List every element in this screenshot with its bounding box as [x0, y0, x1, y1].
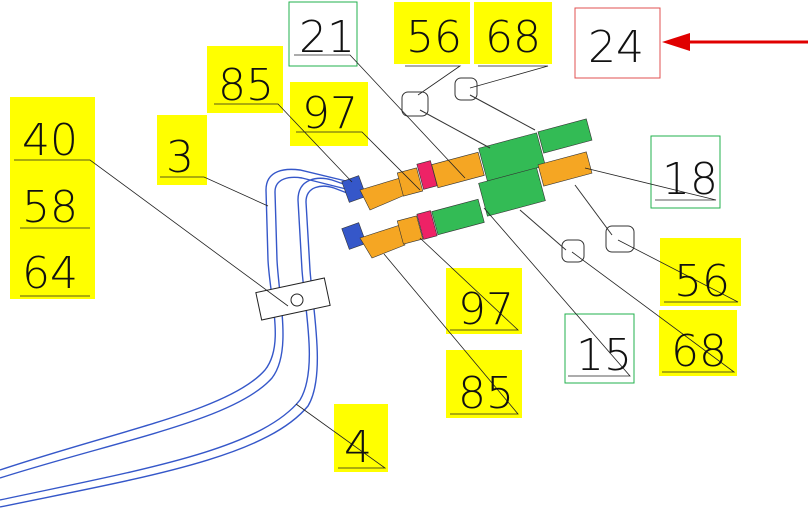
callout-box-15 [564, 313, 635, 384]
tube-clamp [255, 277, 331, 321]
callout-3: 3 [166, 132, 194, 183]
callout-85-bottom: 85 [458, 368, 514, 419]
callout-box-18 [650, 135, 721, 209]
callout-56-bottom: 56 [674, 256, 730, 307]
callout-56-top: 56 [406, 12, 462, 63]
callout-68-bottom: 68 [671, 326, 727, 377]
callout-85-top: 85 [218, 60, 274, 111]
callout-21: 21 [299, 12, 355, 63]
callout-58: 58 [22, 182, 78, 233]
callout-24: 24 [588, 22, 644, 73]
callout-labels: 21 56 68 24 85 97 40 58 64 3 18 56 97 15… [22, 12, 730, 473]
callout-64: 64 [22, 248, 78, 299]
callout-68-top: 68 [485, 12, 541, 63]
highlights [10, 2, 741, 472]
callout-15: 15 [576, 330, 632, 381]
red-arrow-icon [662, 33, 808, 51]
hydraulic-tubes [0, 168, 356, 508]
callout-97-bottom: 97 [458, 284, 514, 335]
fittings-upper [341, 118, 593, 211]
fittings-lower [341, 151, 593, 259]
dust-caps [401, 77, 635, 263]
callout-40: 40 [22, 115, 78, 166]
callout-box-21 [288, 1, 358, 67]
callout-97-top: 97 [302, 88, 358, 139]
callout-4: 4 [344, 422, 372, 473]
callout-box-24 [574, 7, 661, 79]
callout-18: 18 [662, 154, 718, 205]
leader-lines [14, 54, 739, 469]
